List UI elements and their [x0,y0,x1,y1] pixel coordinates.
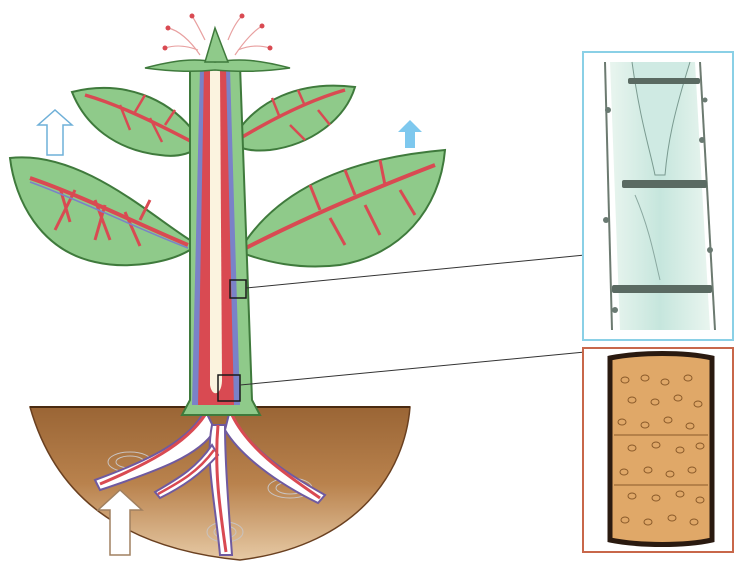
water-vapor-arrow [38,110,72,155]
sieve-tube-detail-panel [583,52,733,340]
leaf-right-lower [240,150,445,267]
flower [145,14,290,72]
transpiration-arrow [398,120,422,148]
leaf-left-lower [10,157,190,265]
leaf-right-upper [232,86,355,151]
vessel-leader-line [240,352,585,385]
leaf-left-upper [72,88,200,156]
vessel-detail-panel [583,348,733,552]
